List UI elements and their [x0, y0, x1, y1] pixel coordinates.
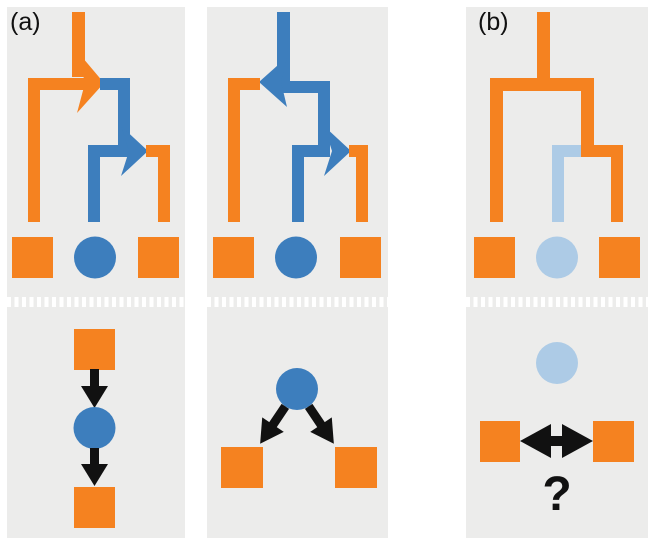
- perforation-separator: [7, 297, 185, 307]
- panel-a-left: (a): [7, 7, 185, 538]
- panel-b-label: (b): [478, 8, 509, 36]
- down-arrow-shaft: [90, 448, 99, 466]
- orange-left-branch-vertical: [228, 78, 240, 222]
- blue-transfer-arrow-left-icon: [259, 57, 287, 107]
- orange-left-branch-vertical: [490, 78, 503, 222]
- flow-lightblue-circle: [536, 342, 578, 384]
- panel-a-label: (a): [10, 8, 41, 36]
- orange-left-branch-horizontal: [28, 78, 85, 90]
- orange-root-trunk: [537, 12, 550, 78]
- leaf-lightblue-circle: [536, 236, 578, 279]
- orange-left-branch-vertical: [28, 78, 40, 222]
- perforation-separator: [207, 297, 388, 307]
- leaf-blue-circle: [74, 236, 116, 279]
- leaf-orange-square: [599, 237, 640, 278]
- flow-orange-square-top: [74, 329, 115, 370]
- lightblue-leaf-branch: [552, 145, 564, 222]
- panel-a-right: [207, 7, 388, 538]
- orange-right-branch-vertical-lower: [611, 145, 623, 222]
- leaf-orange-square: [12, 237, 53, 278]
- flow-orange-square-right: [593, 421, 634, 462]
- arrow-head-icon: [260, 417, 284, 444]
- down-arrow-icon: [81, 386, 108, 408]
- down-arrow-shaft: [90, 369, 99, 388]
- orange-transfer-arrow-icon: [77, 51, 104, 113]
- tree-a-right: [213, 12, 381, 488]
- flow-orange-square-left: [221, 447, 263, 488]
- tree-a-left: [12, 12, 179, 528]
- perforation-separator: [466, 297, 648, 307]
- orange-right-branch-vertical: [356, 145, 368, 222]
- diagonal-arrow-right: [304, 403, 334, 444]
- double-arrow-right-head-icon: [562, 424, 593, 458]
- leaf-blue-circle: [275, 236, 317, 279]
- flow-orange-square-left: [480, 421, 520, 462]
- down-arrow-icon: [81, 464, 108, 486]
- blue-transfer-arrow-icon: [121, 126, 148, 176]
- tree-b: [474, 12, 640, 462]
- arrow-shaft: [268, 403, 290, 429]
- flow-orange-square-bottom: [74, 487, 115, 528]
- leaf-orange-square: [213, 237, 254, 278]
- leaf-orange-square: [340, 237, 381, 278]
- orange-right-branch-vertical: [158, 145, 170, 222]
- blue-leaf-branch: [88, 145, 100, 222]
- orange-right-branch-vertical-upper: [581, 78, 594, 157]
- double-arrow-left-head-icon: [520, 424, 551, 458]
- flow-blue-circle: [73, 407, 116, 449]
- blue-leaf-branch: [292, 145, 304, 222]
- arrow-shaft: [304, 403, 326, 429]
- arrow-head-icon: [310, 417, 334, 444]
- blue-transfer-arrow-right-icon: [324, 126, 351, 176]
- leaf-orange-square: [474, 237, 515, 278]
- flow-blue-circle: [276, 368, 318, 410]
- diagonal-arrow-left: [260, 403, 290, 444]
- panel-b: (b) ?: [466, 7, 648, 538]
- leaf-orange-square: [138, 237, 179, 278]
- double-arrow-shaft: [544, 436, 569, 446]
- question-mark: ?: [542, 468, 572, 521]
- flow-orange-square-right: [335, 447, 377, 488]
- blue-branch-vertical: [318, 81, 330, 157]
- orange-split-horizontal: [490, 78, 594, 91]
